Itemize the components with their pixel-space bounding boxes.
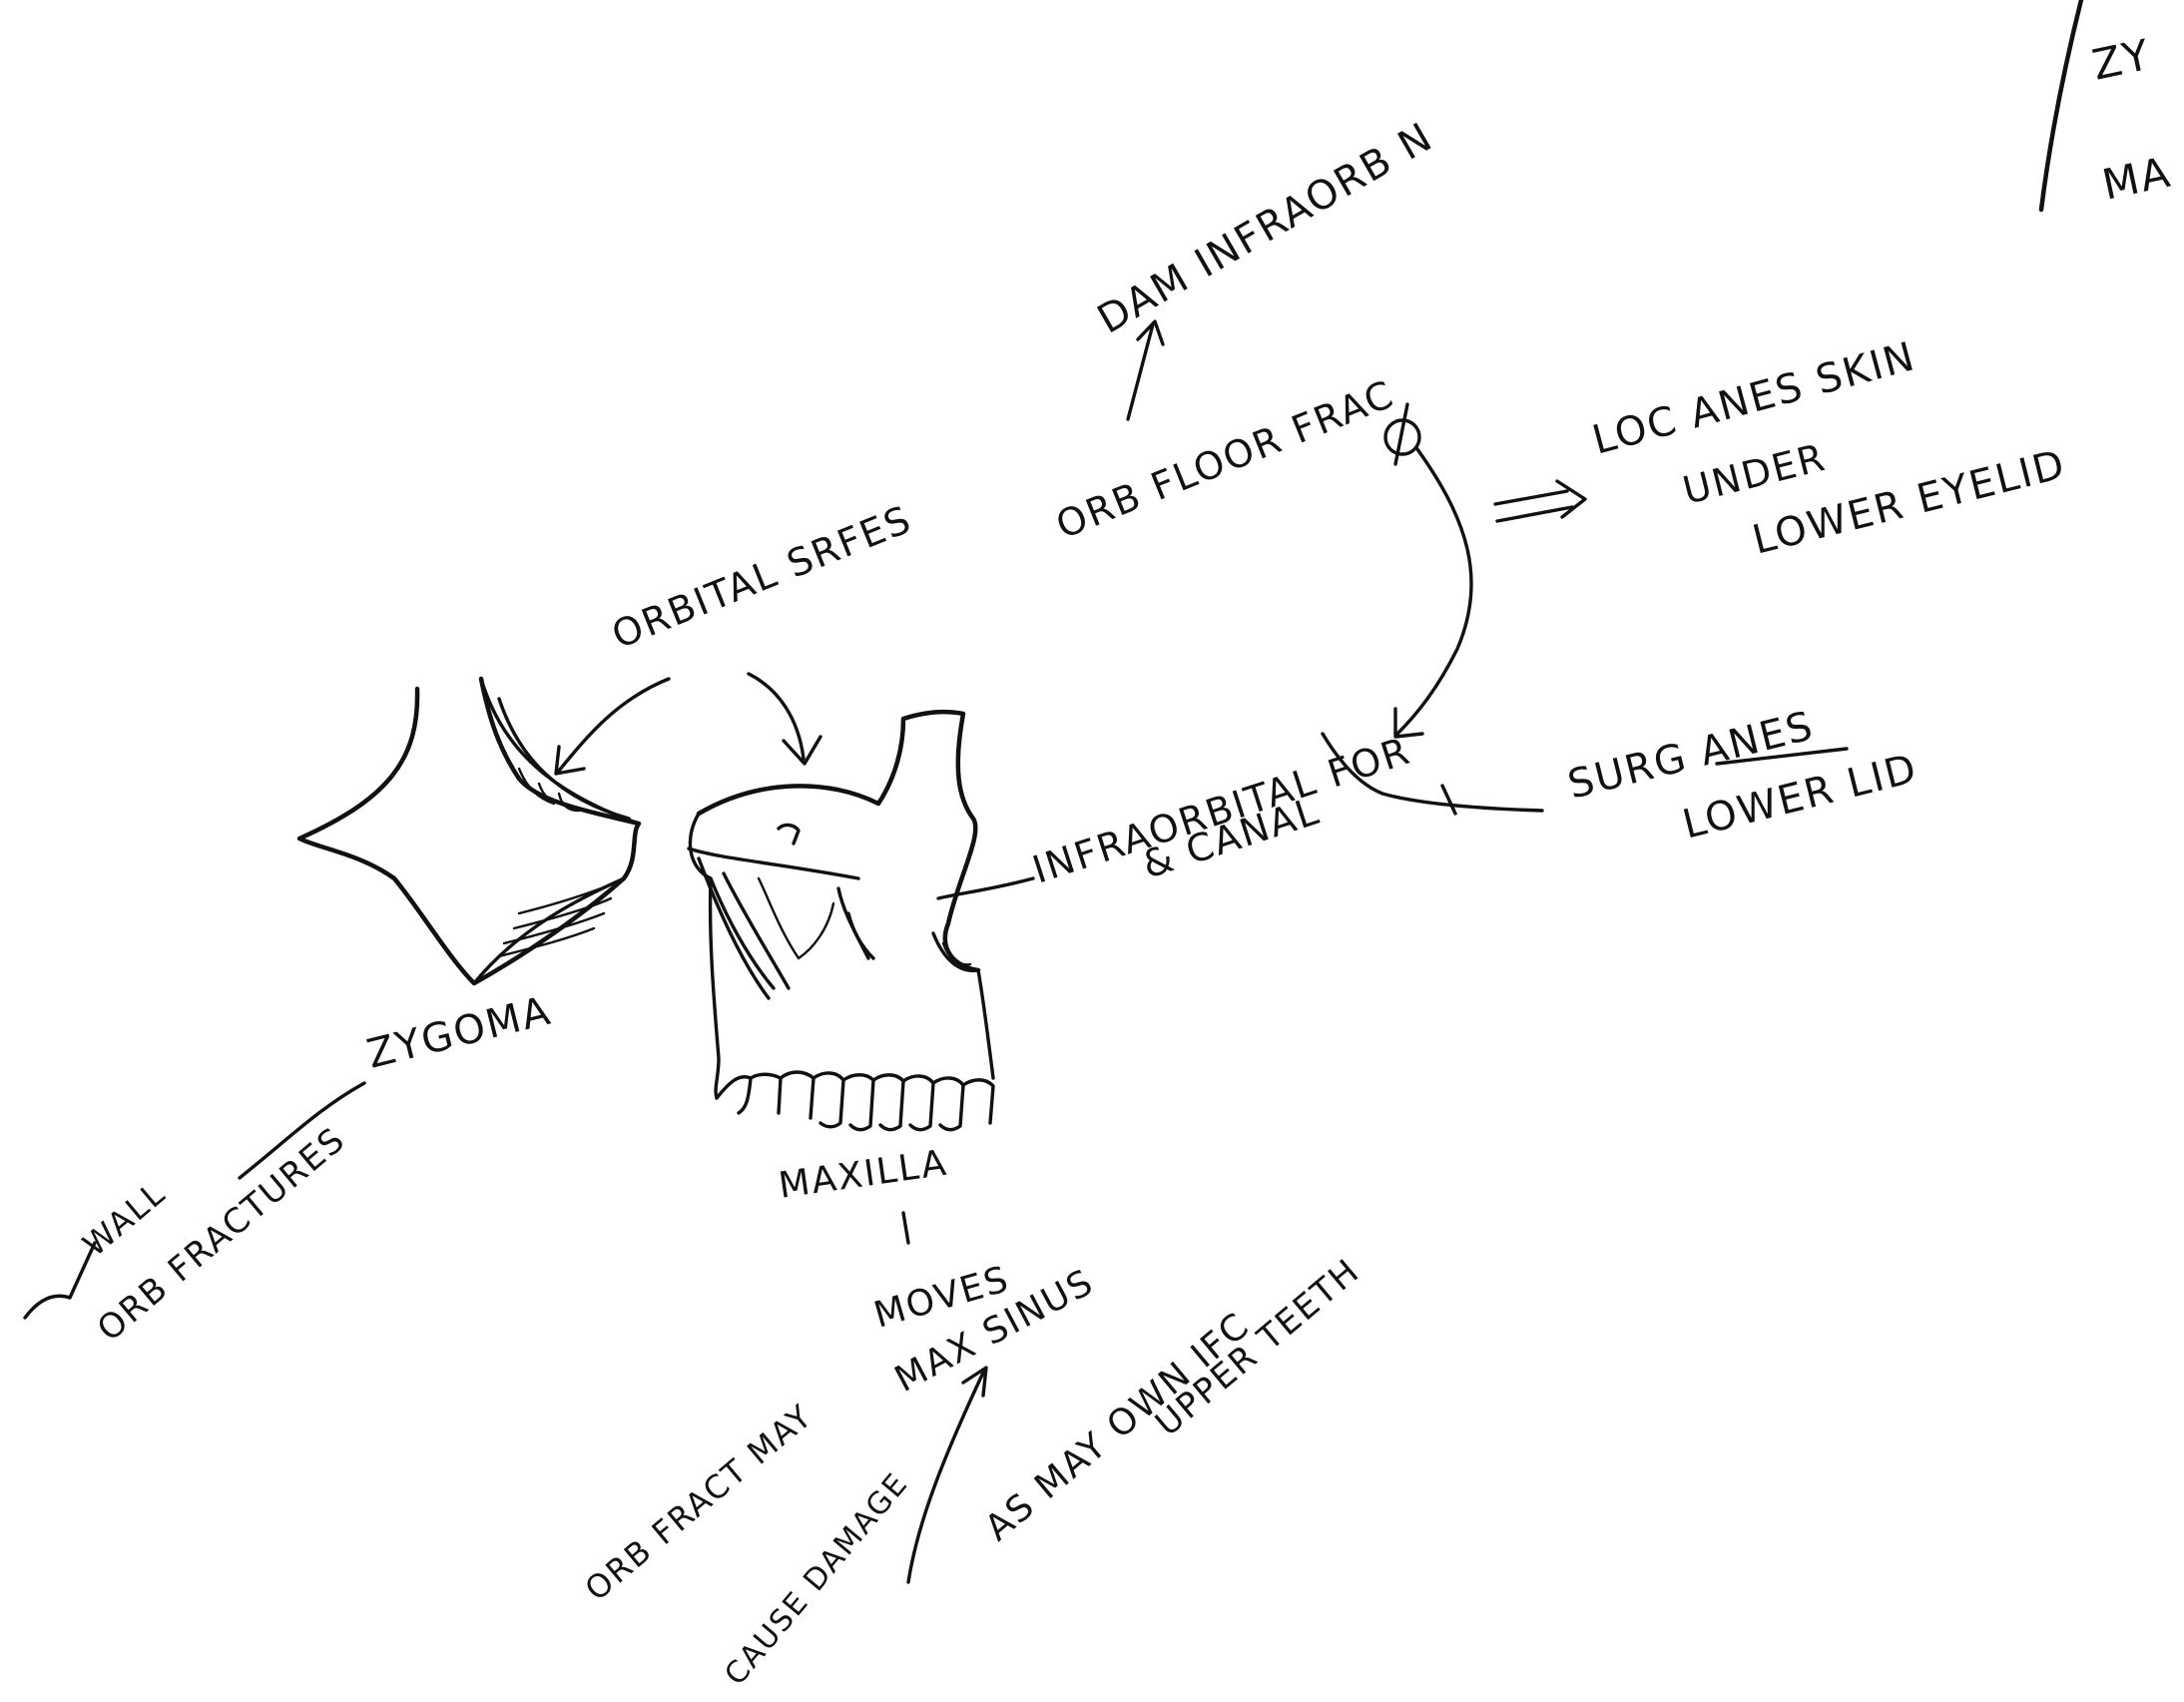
arrow-orbfract-to-sinus [908,1373,983,1582]
label-dam-infraorb: DAM INFRAORB N [1090,114,1441,343]
arrow-orbital-to-maxilla [749,674,804,759]
label-zygoma: ZYGOMA [362,988,556,1078]
label-loc-anes-skin: LOC ANES SKIN [1588,333,1921,464]
label-group: DAM INFRAORB N ORB FLOOR FRAC LOC ANES S… [76,30,2176,1692]
label-top-right-2: MA [2098,148,2176,210]
arrow-frac-to-infraorbital [1397,449,1471,734]
label-orb-floor-frac: ORB FLOOR FRAC [1050,371,1400,547]
leader-infraorbital-to-maxilla [938,878,1033,898]
zygoma-drawing [299,679,639,983]
label-cause-damage: CAUSE DAMAGE [718,1466,915,1692]
label-orbital-surfaces-1: ORBITAL SRFES [606,497,918,658]
label-top-right-1: ZY [2088,30,2155,90]
label-maxilla: MAXILLA [777,1143,951,1207]
leader-maxilla-to-moves [903,1213,908,1243]
label-under: UNDER [1679,435,1831,513]
label-infraorbital-for: INFRAORBITAL FOR [1027,729,1415,892]
double-arrow-icon [1495,481,1585,521]
label-as-may: AS MAY OWN IFC [977,1305,1258,1549]
label-wall: WALL [76,1174,174,1264]
label-orb-fract-may: ORB FRACT MAY [578,1397,820,1608]
top-right-bracket [2041,0,2081,210]
maxilla-drawing [689,712,993,1129]
tick-mark-icon [25,1243,95,1318]
arrow-orbital-to-zygoma [559,679,669,771]
